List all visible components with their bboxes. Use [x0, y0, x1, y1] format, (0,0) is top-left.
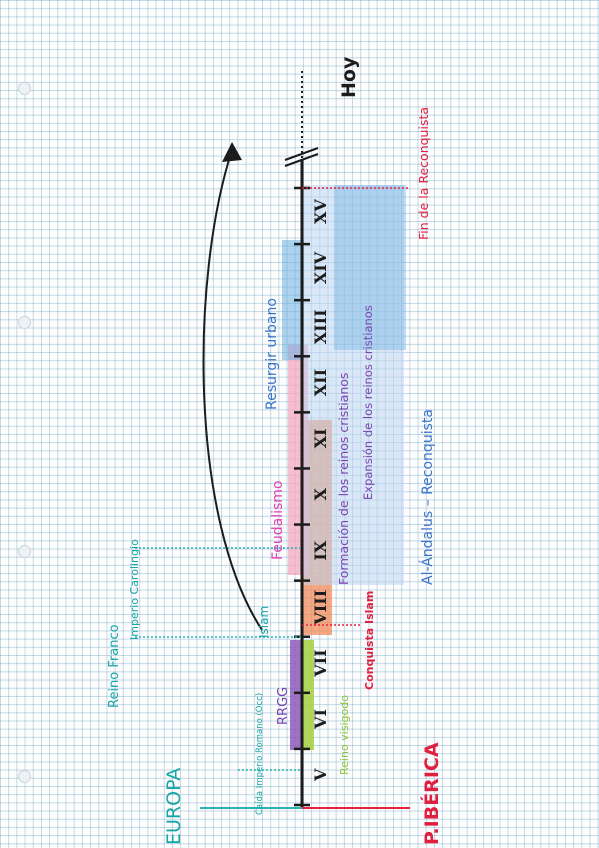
- century-label: XI: [311, 429, 330, 449]
- century-label: IX: [311, 540, 330, 560]
- century-label: XIII: [311, 309, 330, 344]
- binder-hole: [18, 82, 31, 95]
- axis-break-mark: [284, 147, 319, 161]
- resurgir-band: [282, 240, 304, 360]
- reino-franco-label: Reino Franco: [107, 624, 122, 708]
- feudalismo-label: Feudalismo: [270, 480, 286, 560]
- iberia-label: P.IBÉRICA: [420, 742, 443, 845]
- formacion-label: Formación de los reinos cristianos: [336, 373, 351, 585]
- al-andalus-label: Al-Ándalus – Reconquista: [419, 409, 436, 585]
- century-label: VI: [311, 709, 330, 730]
- fin-reconquista-label: Fin de la Reconquista: [416, 107, 431, 240]
- arrow-head-icon: [222, 142, 242, 162]
- islam-label: Islam: [257, 606, 271, 638]
- axis-break-mark: [284, 153, 319, 167]
- al-andalus-band: [304, 185, 404, 585]
- century-label: VIII: [311, 590, 330, 626]
- century-label: XIV: [311, 251, 330, 284]
- visigodo-band: [302, 640, 314, 750]
- conquista-islam-label: Conquista Islam: [363, 591, 376, 690]
- binder-hole: [18, 316, 31, 329]
- reino-visigodo-label: Reino visigodo: [338, 695, 351, 775]
- century-label: VII: [311, 649, 330, 677]
- expansion-band: [334, 185, 406, 350]
- resurgir-urbano-label: Resurgir urbano: [264, 298, 280, 410]
- rrgg-label: RRGG: [276, 687, 291, 725]
- century-label: XV: [311, 199, 330, 224]
- europa-label: EUROPA: [163, 768, 185, 845]
- century-label: XII: [311, 369, 330, 396]
- century-label: V: [311, 768, 330, 782]
- century-labels: V VI VII VIII IX X XI XII XIII XIV XV: [311, 199, 330, 782]
- binder-hole: [18, 545, 31, 558]
- imperio-carolingio-label: Imperio Carolingio: [128, 539, 141, 640]
- caida-imperio-label: Caída Imperio Romano (Occ): [255, 693, 265, 815]
- century-label: X: [311, 488, 330, 501]
- expansion-label: Expansión de los reinos cristianos: [361, 305, 375, 500]
- rrgg-band: [290, 640, 302, 750]
- century-ticks: [294, 186, 310, 807]
- today-label: Hoy: [338, 56, 360, 98]
- islam-expansion-arrow: [202, 149, 263, 631]
- binder-hole: [18, 770, 31, 783]
